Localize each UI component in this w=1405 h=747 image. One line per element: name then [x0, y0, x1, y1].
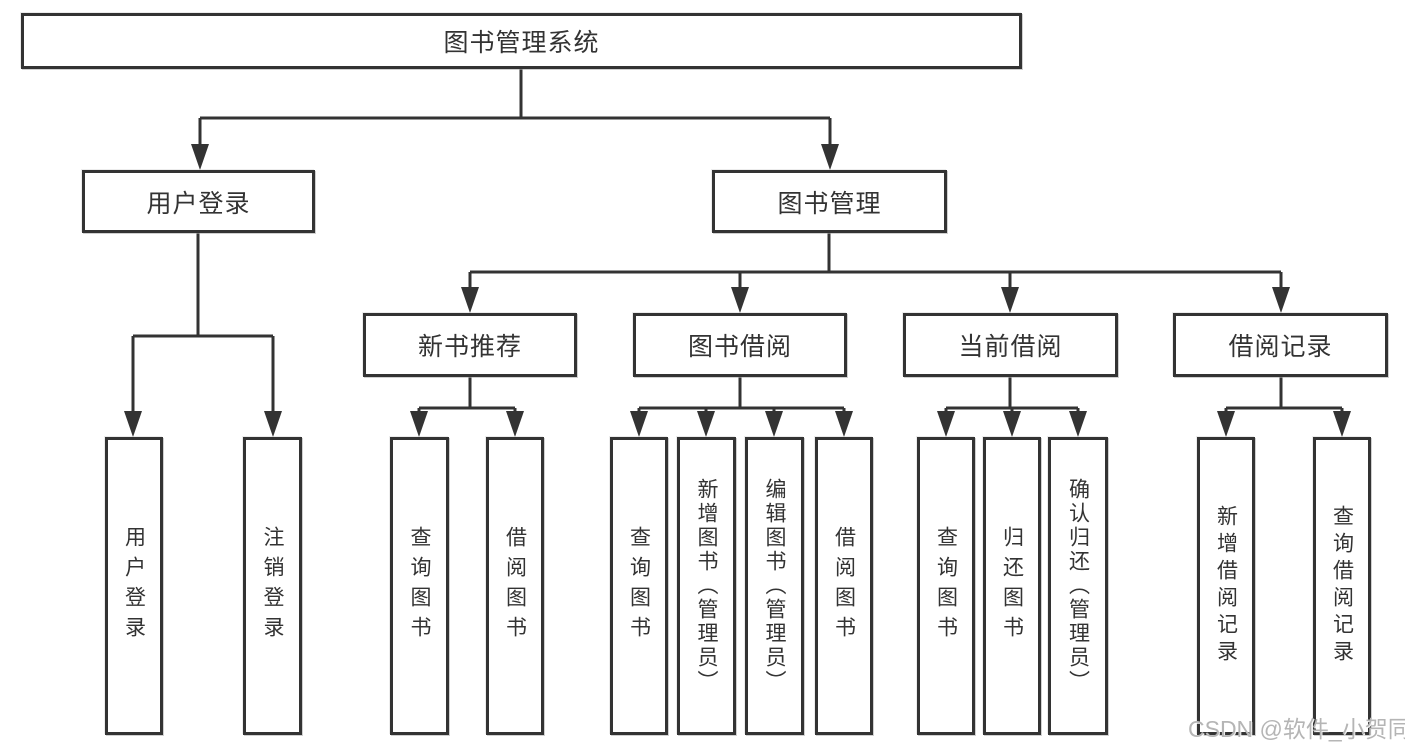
- arrowheads: [124, 144, 1351, 437]
- node-book-management: 图书管理: [712, 170, 947, 233]
- node-leaf-user-login: 用户登录: [105, 437, 163, 735]
- node-book-borrow: 图书借阅: [633, 313, 847, 377]
- node-root-library-system: 图书管理系统: [21, 13, 1022, 69]
- node-borrow-record: 借阅记录: [1173, 313, 1388, 377]
- node-leaf-logout: 注销登录: [243, 437, 302, 735]
- node-leaf-confirm-return-admin: 确认归还（管理员）: [1048, 437, 1108, 735]
- node-leaf-query-books-3: 查询图书: [917, 437, 975, 735]
- node-leaf-query-books-2: 查询图书: [610, 437, 668, 735]
- node-user-login: 用户登录: [82, 170, 315, 233]
- node-leaf-add-books-admin: 新增图书（管理员）: [677, 437, 736, 735]
- node-leaf-add-borrow-record: 新增借阅记录: [1197, 437, 1255, 735]
- node-leaf-return-books: 归还图书: [983, 437, 1041, 735]
- node-leaf-borrow-books-1: 借阅图书: [486, 437, 544, 735]
- watermark: CSDN @软件_小贺同学: [1188, 716, 1405, 742]
- node-leaf-borrow-books-2: 借阅图书: [815, 437, 873, 735]
- node-leaf-query-books-1: 查询图书: [390, 437, 449, 735]
- node-leaf-query-borrow-record: 查询借阅记录: [1313, 437, 1371, 735]
- node-new-book-recommend: 新书推荐: [363, 313, 577, 377]
- node-leaf-edit-books-admin: 编辑图书（管理员）: [745, 437, 804, 735]
- node-current-borrow: 当前借阅: [903, 313, 1118, 377]
